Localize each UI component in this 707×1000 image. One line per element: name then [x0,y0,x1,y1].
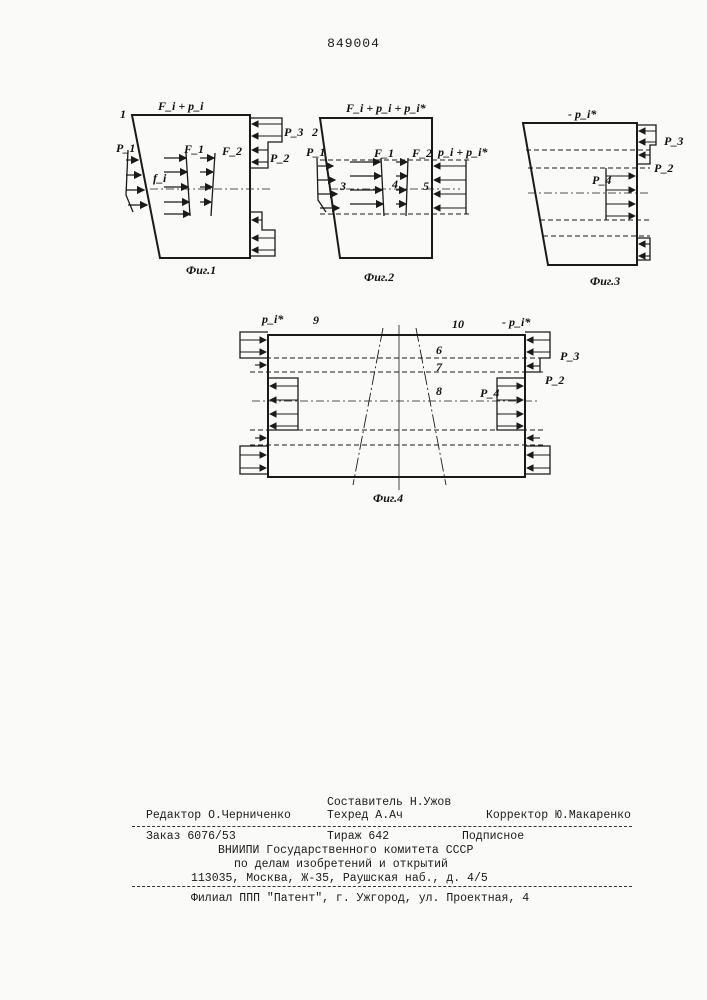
divider-1 [132,826,632,827]
fig2-f2-label: F_2 [411,146,432,160]
techred: Техред А.Ач [327,809,403,822]
fig2-p1-label: P_1 [306,145,325,159]
fig2-rhs-label: p_i + p_i* [437,145,489,159]
fig1-fi-label: f_i [153,171,167,185]
fig1-top-label: F_i + p_i [157,99,204,113]
org-line-2: по делам изобретений и открытий [234,858,448,871]
fig1-f1-profile [186,153,190,216]
figure-3: - p_i* P_3 P_2 P_4 Фиг.3 [523,107,683,288]
corrector: Корректор Ю.Макаренко [486,809,631,822]
order: Заказ 6076/53 [146,830,236,843]
subscription: Подписное [462,830,524,843]
divider-2 [132,886,632,887]
fig3-p2-label: P_2 [654,161,673,175]
fig1-f1-label: F_1 [183,142,204,156]
fig4-left-top-label: p_i* [261,312,284,326]
fig1-p1-label: P_1 [116,141,135,155]
fig1-f2-label: F_2 [221,144,242,158]
fig1-outline [132,115,250,258]
fig4-p3-label: P_3 [560,349,579,363]
fig2-ref-label: 2 [311,125,318,139]
fig4-outline [268,335,525,477]
fig2-outline [320,118,432,258]
fig2-top-label: F_i + p_i + p_i* [345,101,427,115]
fig3-top-label: - p_i* [568,107,597,121]
fig1-left-load [126,150,133,212]
fig4-right-top-label: - p_i* [502,315,531,329]
figure-4: p_i* - p_i* 9 10 6 7 8 P_3 P_2 P_4 Фиг.4 [240,312,579,505]
fig2-n4-label: 4 [391,177,398,191]
branch: Филиал ППП "Патент", г. Ужгород, ул. Про… [191,892,529,905]
address: 113035, Москва, Ж-35, Раушская наб., д. … [191,872,488,885]
fig2-n5-label: 5 [423,179,429,193]
circulation: Тираж 642 [327,830,389,843]
fig3-caption: Фиг.3 [590,274,620,288]
fig4-n10-label: 10 [452,317,464,331]
figures-drawing: F_i + p_i 1 P_1 f_i F_1 F_2 P_3 P_2 Фиг.… [0,0,707,520]
fig1-f2-profile [211,153,215,216]
fig4-n6-label: 6 [436,343,442,357]
fig1-ref-label: 1 [120,107,126,121]
fig4-p2-label: P_2 [545,373,564,387]
org-line-1: ВНИИПИ Государственного комитета СССР [218,844,473,857]
fig2-n3-label: 3 [339,179,346,193]
editor: Редактор О.Черниченко [146,809,291,822]
fig4-n9-label: 9 [313,313,319,327]
fig2-caption: Фиг.2 [364,270,394,284]
fig1-p2-label: P_2 [270,151,289,165]
compiler: Составитель Н.Ужов [327,796,451,809]
fig1-caption: Фиг.1 [186,263,216,277]
figure-1: F_i + p_i 1 P_1 f_i F_1 F_2 P_3 P_2 Фиг.… [116,99,303,277]
fig4-p4-label: P_4 [480,386,499,400]
figure-2: F_i + p_i + p_i* 2 P_1 F_1 F_2 p_i + p_i… [306,101,489,284]
fig4-n8-label: 8 [436,384,442,398]
fig3-p4-label: P_4 [592,173,611,187]
fig4-n7-label: 7 [436,360,443,374]
fig3-p3-label: P_3 [664,134,683,148]
fig1-p3-label: P_3 [284,125,303,139]
fig3-outline [523,123,637,265]
fig2-f1-label: F_1 [373,146,394,160]
fig4-caption: Фиг.4 [373,491,403,505]
